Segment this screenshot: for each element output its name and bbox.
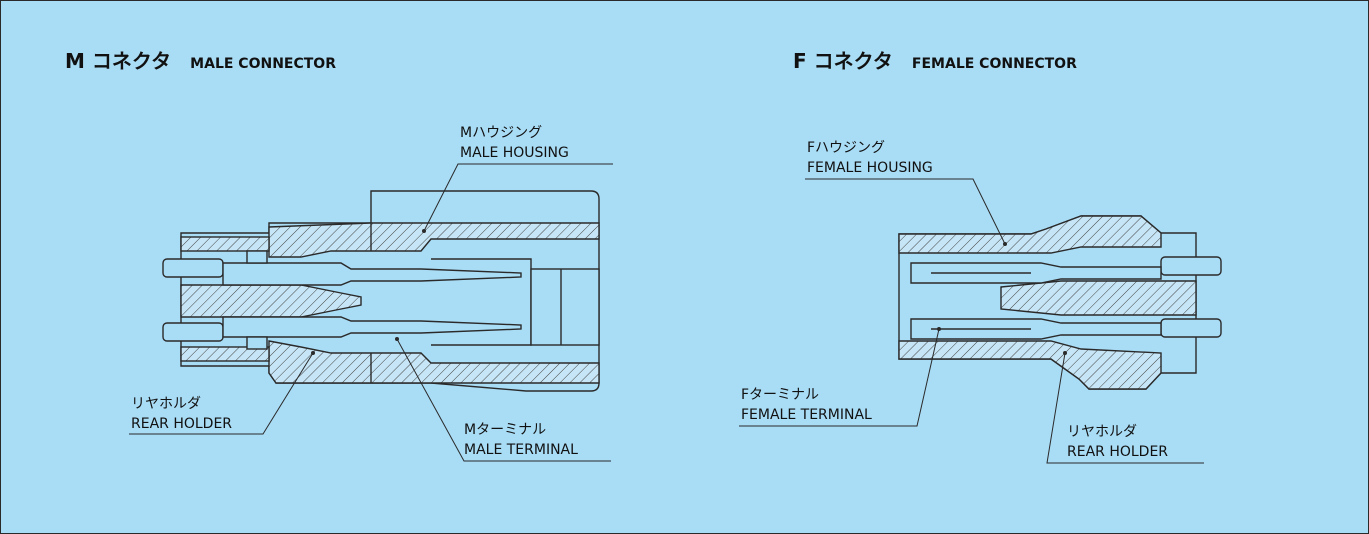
female-wire-upper (1160, 256, 1222, 276)
male-connector-title: M コネクタ MALE CONNECTOR (65, 45, 336, 74)
male-rear-holder-label-jp: リヤホルダ (131, 396, 201, 412)
male-connector-drawing (162, 190, 600, 392)
female-rear-holder-label-jp: リヤホルダ (1067, 424, 1137, 440)
male-terminal-lower (222, 316, 522, 338)
male-terminal-upper (222, 262, 522, 286)
female-connector-title: F コネクタ FEMALE CONNECTOR (793, 45, 1077, 74)
female-terminal-label-en: FEMALE TERMINAL (741, 407, 872, 423)
male-housing-label-jp: Mハウジング (460, 125, 543, 141)
male-center-spine (180, 284, 362, 318)
male-housing-upper (268, 222, 600, 258)
male-rear-upper (180, 236, 270, 252)
male-rear-holder-label-en: REAR HOLDER (131, 416, 233, 432)
female-housing-lower (898, 340, 1162, 390)
female-terminal-label-jp: Fターミナル (741, 387, 820, 403)
male-rear-holder-leader (129, 352, 314, 435)
female-rear-holder-label: リヤホルダ REAR HOLDER (1067, 422, 1168, 462)
male-leader-lines (129, 163, 613, 462)
female-housing-upper (898, 215, 1162, 254)
male-housing-leader (423, 163, 613, 232)
female-leader-lines (739, 178, 1204, 464)
male-terminal-label-en: MALE TERMINAL (464, 442, 578, 458)
female-housing-label-en: FEMALE HOUSING (807, 160, 933, 176)
male-housing-label-en: MALE HOUSING (460, 145, 569, 161)
male-terminal-label-jp: Mターミナル (464, 422, 547, 438)
female-connector-drawing (898, 215, 1222, 390)
female-housing-label-jp: Fハウジング (807, 140, 886, 156)
male-wire-upper (162, 258, 224, 278)
male-rear-holder-label: リヤホルダ REAR HOLDER (131, 394, 232, 434)
female-wire-lower (1160, 318, 1222, 338)
male-terminal-label: Mターミナル MALE TERMINAL (464, 420, 578, 460)
female-terminal-label: Fターミナル FEMALE TERMINAL (741, 385, 872, 425)
female-title-jp: F コネクタ (793, 49, 893, 73)
male-housing-label: Mハウジング MALE HOUSING (460, 123, 569, 163)
male-terminal-leader (396, 338, 611, 462)
female-terminal-leader (739, 328, 940, 427)
female-housing-label: Fハウジング FEMALE HOUSING (807, 138, 933, 178)
male-housing-lower (268, 340, 600, 384)
female-terminal-upper (910, 262, 1162, 284)
male-rear-lower (180, 346, 270, 362)
female-housing-leader (805, 178, 1006, 245)
female-center-spine (1000, 280, 1197, 316)
female-title-en: FEMALE CONNECTOR (911, 56, 1077, 72)
female-rear-holder-leader (1046, 352, 1204, 464)
male-title-jp: M コネクタ (65, 49, 172, 73)
male-cavity-inner (530, 268, 600, 346)
female-rear-holder-label-en: REAR HOLDER (1067, 444, 1169, 460)
male-title-en: MALE CONNECTOR (190, 56, 336, 72)
male-wire-lower (162, 322, 224, 342)
female-terminal-lower (910, 318, 1162, 340)
